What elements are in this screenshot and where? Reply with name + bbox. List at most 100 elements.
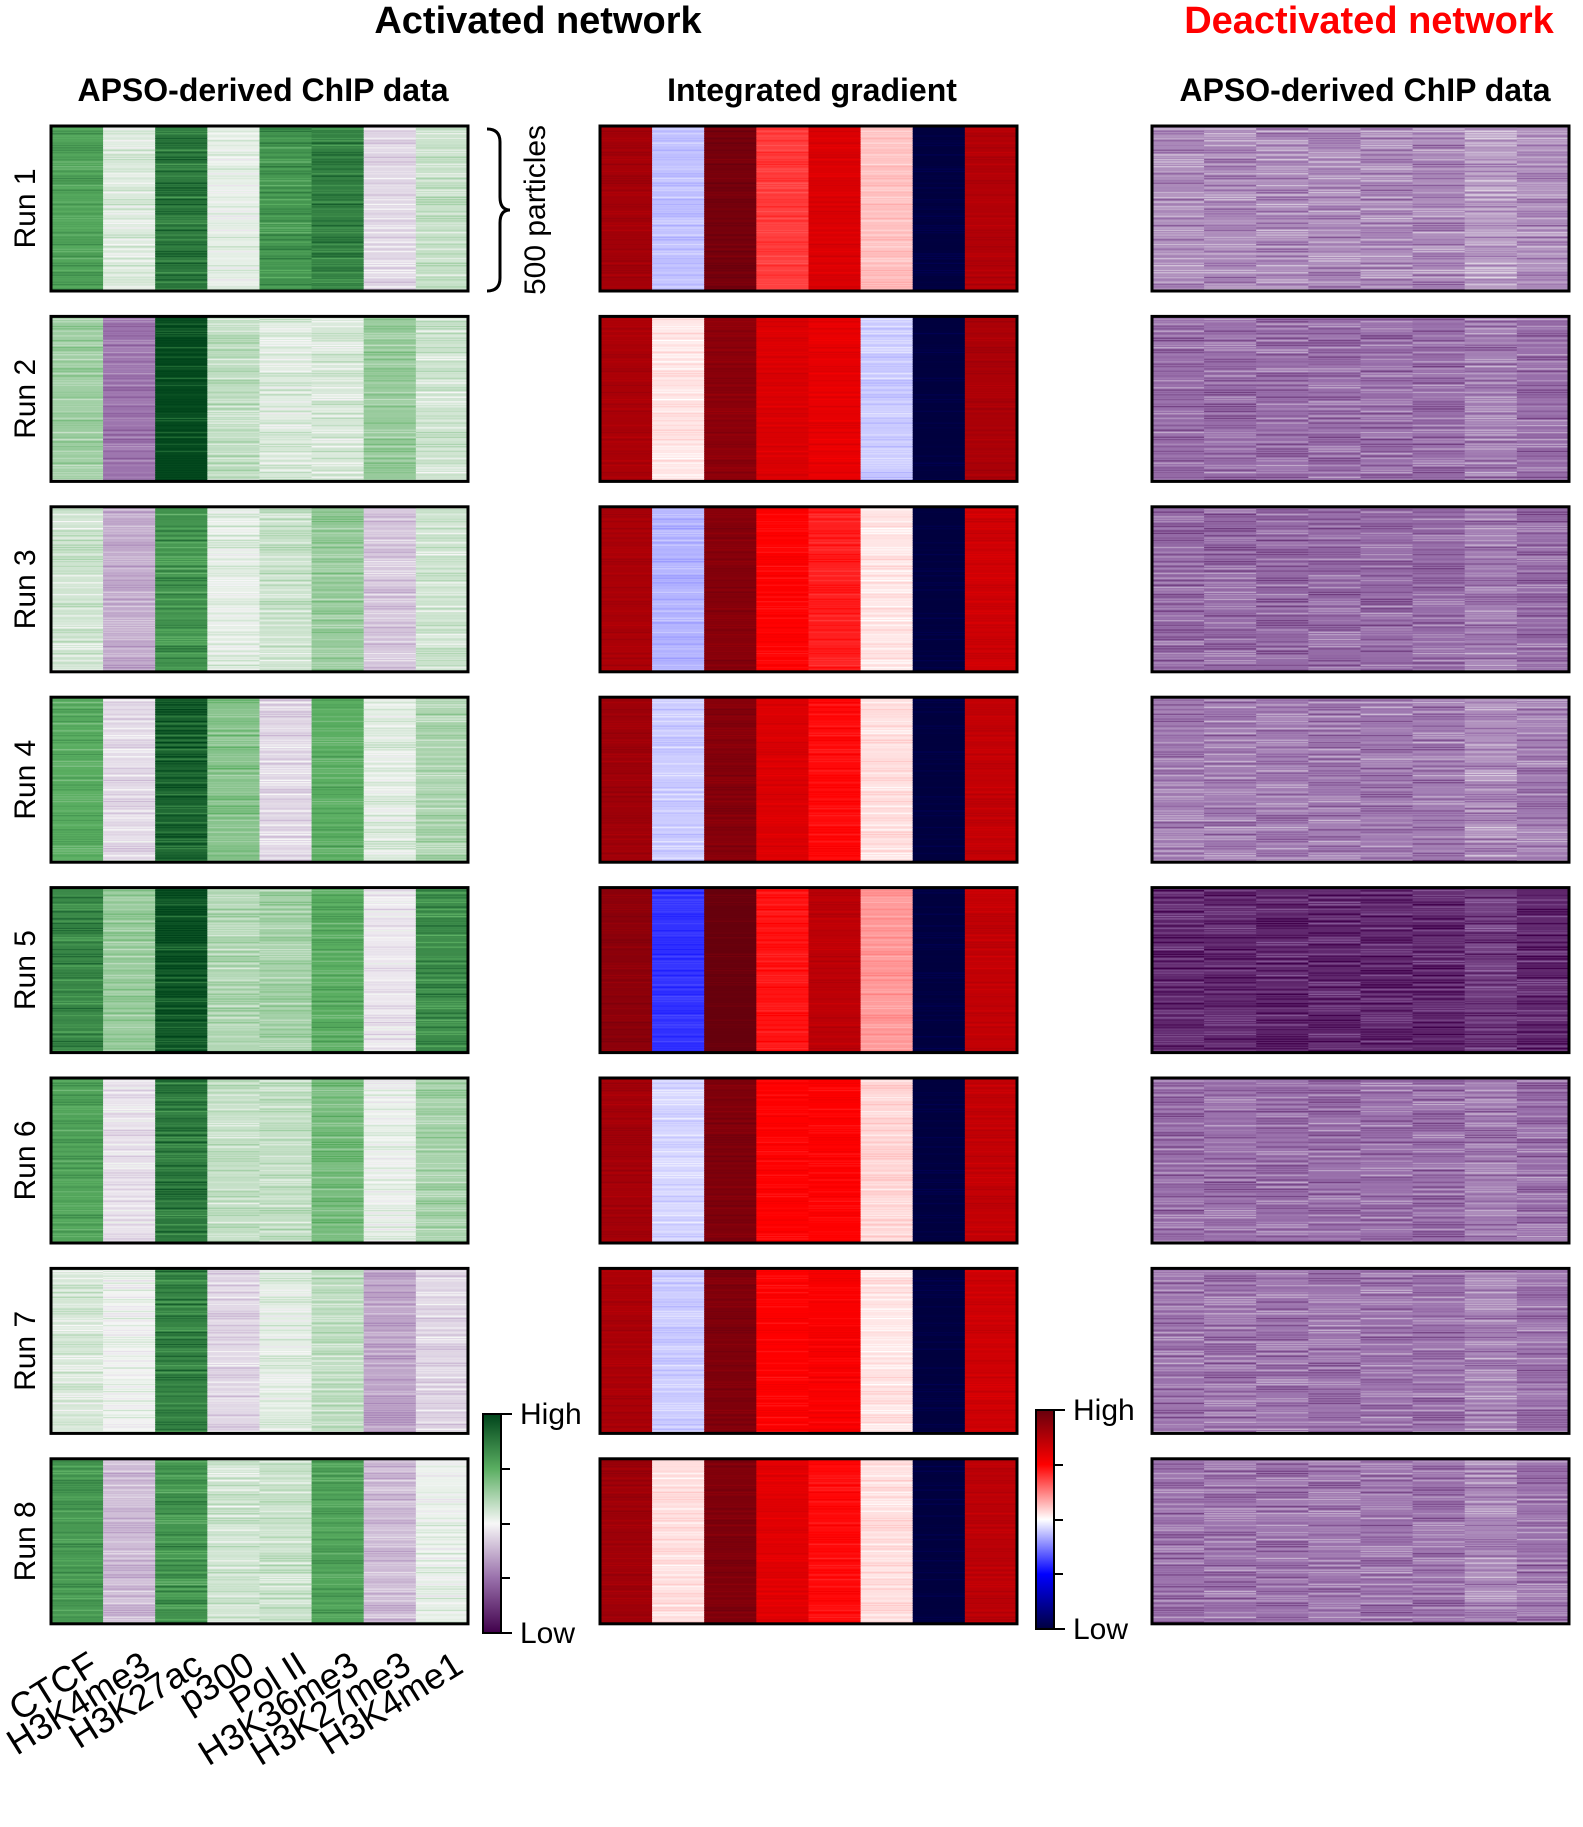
heatmap-stripe <box>808 446 862 448</box>
heatmap-stripe <box>808 187 862 189</box>
heatmap-stripe <box>363 246 417 248</box>
heatmap-stripe <box>207 615 261 617</box>
heatmap-stripe <box>1256 410 1309 412</box>
heatmap-stripe <box>155 601 208 603</box>
heatmap-stripe <box>1204 641 1257 643</box>
heatmap-stripe <box>1256 464 1309 467</box>
heatmap-stripe <box>600 187 653 189</box>
heatmap-stripe <box>1360 227 1414 229</box>
heatmap-stripe <box>1308 387 1362 389</box>
heatmap-stripe <box>363 667 417 669</box>
heatmap-stripe <box>51 232 104 234</box>
heatmap-stripe <box>704 403 757 405</box>
heatmap-stripe <box>808 133 862 135</box>
heatmap-stripe <box>259 579 313 582</box>
heatmap-stripe <box>415 133 468 135</box>
heatmap-stripe <box>259 429 313 431</box>
heatmap-stripe <box>1204 532 1257 535</box>
heatmap-stripe <box>103 276 156 279</box>
heatmap-stripe <box>600 272 653 274</box>
heatmap-stripe <box>1464 199 1518 201</box>
heatmap-stripe <box>1412 460 1466 462</box>
heatmap-stripe <box>415 648 468 650</box>
heatmap-stripe <box>1464 208 1518 210</box>
heatmap-stripe <box>652 203 705 206</box>
heatmap-stripe <box>912 323 966 325</box>
heatmap-stripe <box>1152 225 1205 227</box>
heatmap-stripe <box>756 351 810 354</box>
heatmap-stripe <box>756 199 810 201</box>
heatmap-stripe <box>704 520 757 523</box>
heatmap-stripe <box>964 288 1017 290</box>
heatmap-stripe <box>1152 135 1205 137</box>
heatmap-stripe <box>600 135 653 137</box>
heatmap-stripe <box>912 363 966 365</box>
heatmap-stripe <box>51 187 104 189</box>
heatmap-stripe <box>756 163 810 166</box>
heatmap-stripe <box>259 286 313 288</box>
heatmap-stripe <box>1308 255 1362 257</box>
heatmap-stripe <box>207 272 261 274</box>
heatmap-stripe <box>860 182 914 184</box>
heatmap-stripe <box>912 441 966 443</box>
heatmap-stripe <box>363 182 417 184</box>
heatmap-stripe <box>1256 520 1309 523</box>
heatmap-stripe <box>652 258 705 260</box>
heatmap-stripe <box>912 396 966 398</box>
heatmap-stripe <box>1152 394 1205 396</box>
heatmap-stripe <box>756 546 810 549</box>
heatmap-stripe <box>1256 591 1309 593</box>
heatmap-stripe <box>1360 629 1414 631</box>
heatmap-stripe <box>415 213 468 215</box>
heatmap-stripe <box>704 358 757 361</box>
heatmap-stripe <box>600 457 653 460</box>
heatmap-stripe <box>964 662 1017 664</box>
heatmap-stripe <box>1256 436 1309 438</box>
heatmap-stripe <box>1256 351 1309 354</box>
heatmap-stripe <box>1256 455 1309 457</box>
heatmap-stripe <box>1308 220 1362 222</box>
heatmap-stripe <box>1308 535 1362 537</box>
heatmap-stripe <box>415 192 468 194</box>
heatmap-stripe <box>207 457 261 460</box>
heatmap-stripe <box>600 669 653 671</box>
heatmap-stripe <box>756 156 810 158</box>
heatmap-stripe <box>860 368 914 370</box>
heatmap-stripe <box>1152 427 1205 429</box>
heatmap-stripe <box>363 627 417 629</box>
heatmap-stripe <box>652 660 705 662</box>
heatmap-stripe <box>103 652 156 655</box>
heatmap-stripe <box>1360 215 1414 217</box>
heatmap-stripe <box>912 265 966 267</box>
heatmap-stripe <box>756 436 810 438</box>
heatmap-stripe <box>1360 405 1414 408</box>
heatmap-stripe <box>1256 337 1309 339</box>
heatmap-stripe <box>1152 518 1205 520</box>
heatmap-stripe <box>652 272 705 274</box>
heatmap-stripe <box>1464 347 1518 349</box>
heatmap-stripe <box>600 234 653 236</box>
heatmap-stripe <box>155 546 208 549</box>
heatmap-stripe <box>103 662 156 664</box>
heatmap-stripe <box>860 403 914 405</box>
heatmap-stripe <box>1204 258 1257 260</box>
heatmap-stripe <box>860 342 914 344</box>
heatmap-stripe <box>103 455 156 457</box>
heatmap-stripe <box>1204 617 1257 619</box>
heatmap-stripe <box>1464 344 1518 346</box>
heatmap-stripe <box>912 622 966 624</box>
heatmap-stripe <box>1204 469 1257 471</box>
heatmap-stripe <box>51 267 104 269</box>
heatmap-stripe <box>1152 401 1205 403</box>
heatmap-stripe <box>1204 210 1257 213</box>
heatmap-stripe <box>600 344 653 346</box>
heatmap-stripe <box>51 664 104 667</box>
heatmap-stripe <box>600 558 653 560</box>
heatmap-stripe <box>652 471 705 474</box>
heatmap-stripe <box>311 586 365 589</box>
heatmap-stripe <box>600 227 653 229</box>
heatmap-stripe <box>912 281 966 283</box>
heatmap-stripe <box>964 255 1017 257</box>
heatmap-stripe <box>311 339 365 342</box>
heatmap-stripe <box>704 424 757 427</box>
